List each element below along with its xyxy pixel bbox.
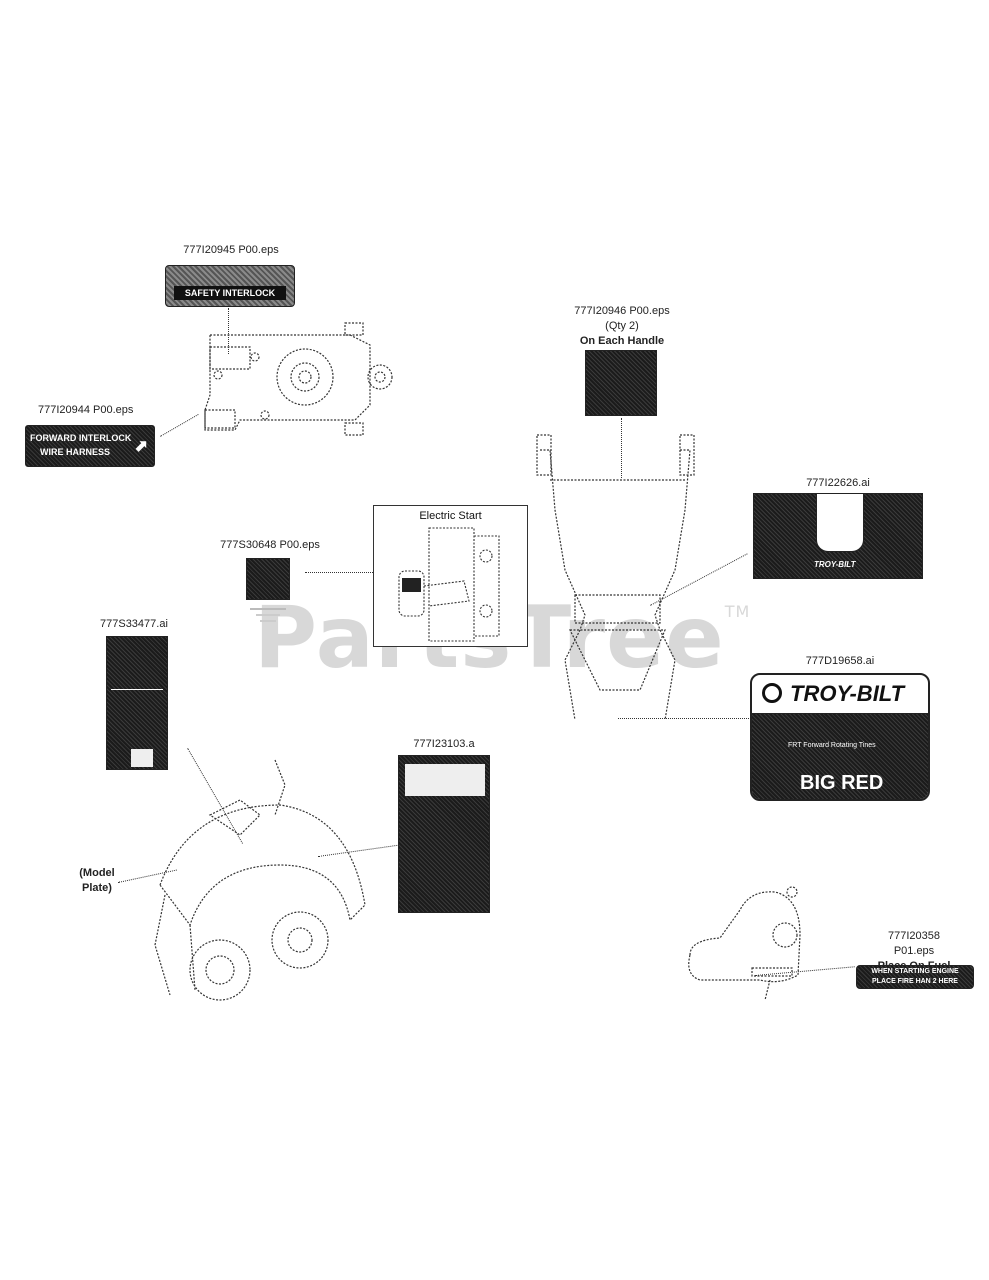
decal-text: FORWARD INTERLOCK [30, 433, 132, 443]
decal-text: SAFETY INTERLOCK [174, 286, 286, 300]
qty-label: (Qty 2) [605, 320, 639, 332]
part-number-label: 777S33477.ai [100, 618, 168, 630]
logo-circle-icon [762, 683, 782, 703]
inset-illustration [398, 527, 500, 642]
model-plate-label: (Model Plate) [79, 866, 114, 896]
handlebar-illustration [536, 434, 695, 721]
decal-text: WIRE HARNESS [40, 447, 111, 457]
part-number-label: 777I20945 P00.eps [183, 244, 279, 256]
interlock-bracket-illustration [204, 322, 393, 436]
decal-text: WHEN STARTING ENGINE [871, 968, 959, 975]
part-number-label-group: 777I20946 P00.eps (Qty 2) On Each Handle [574, 304, 669, 349]
decal-electric-start [246, 558, 290, 600]
decal-text: BIG RED [800, 772, 884, 794]
decal-forward-interlock: FORWARD INTERLOCK WIRE HARNESS ⬈ [25, 425, 155, 467]
part-number-label: 777I22626.ai [806, 477, 870, 489]
part-number-label: 777I20946 P00.eps [574, 305, 670, 317]
electric-start-inset: Electric Start [373, 505, 528, 647]
decal-safety-interlock: SAFETY INTERLOCK [165, 265, 295, 307]
model-plate-text: (Model [79, 867, 115, 879]
brand-logo-small: TROY-BILT [814, 560, 856, 569]
part-number-label: 777I20944 P00.eps [38, 404, 134, 416]
brand-logo: TROY-BILT [790, 681, 905, 706]
decal-electric-start-text [250, 604, 286, 634]
decal-handle-panel: TROY-BILT [753, 493, 923, 579]
part-number-label: 777I20358 P01.eps [888, 930, 940, 957]
decal-operating-instructions [398, 755, 490, 913]
part-number-label: 777D19658.ai [805, 655, 875, 667]
decal-text: FRT Forward Rotating Tines [788, 742, 876, 749]
inset-title: Electric Start [419, 510, 482, 522]
placement-label: On Each Handle [579, 335, 665, 347]
model-plate-text: Plate) [82, 882, 112, 894]
fuel-tank-illustration [688, 886, 801, 1001]
part-number-label: 777I23103.a [413, 738, 475, 750]
leader-line [305, 572, 395, 573]
part-number-label: 777S30648 P00.eps [220, 539, 320, 551]
leader-line [618, 718, 753, 719]
decal-handle-warning [585, 350, 657, 416]
decal-fuel-tank: WHEN STARTING ENGINE PLACE FIRE HAN 2 HE… [856, 965, 974, 989]
arrow-icon: ⬈ [134, 438, 148, 455]
decal-text: PLACE FIRE HAN 2 HERE [872, 978, 958, 985]
tiller-illustration [154, 759, 366, 1001]
decal-warning-large [106, 636, 168, 770]
decal-troy-bilt-big-red: TROY-BILT FRT Forward Rotating Tines BIG… [750, 673, 930, 801]
